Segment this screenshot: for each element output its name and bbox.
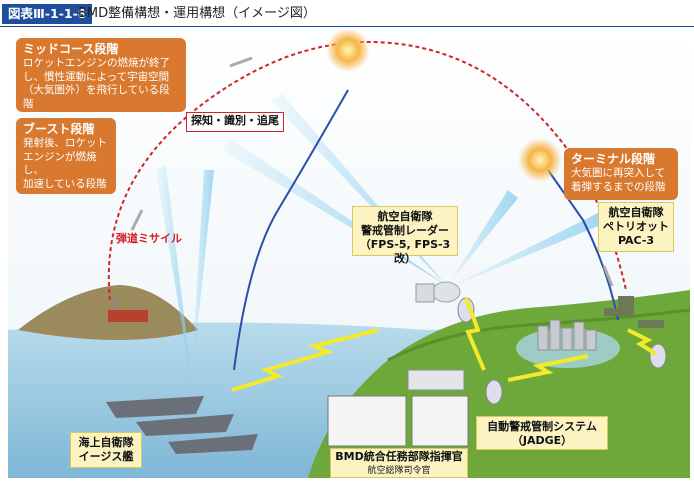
radar-dome-icon: [431, 281, 461, 303]
operations-room-image: [411, 395, 469, 447]
pac3-label-box: 航空自衛隊 ペトリオット PAC-3: [598, 202, 674, 252]
terminal-phase-line1: 大気圏に再突入して: [571, 167, 666, 179]
aegis-ship-icon: [106, 396, 204, 418]
aegis-beam-1: [190, 170, 214, 398]
pac3-interceptor-path: [547, 169, 619, 321]
midcourse-intercept-blast: [326, 30, 370, 72]
aegis-ship-icon: [136, 414, 234, 436]
figure-title: BMD整備構想・運用構想（イメージ図）: [78, 6, 316, 21]
boost-phase-box: ブースト段階 発射後、ロケット エンジンが燃焼し、 加速している段階: [16, 118, 116, 194]
pac3-label-line3: PAC-3: [617, 234, 655, 247]
pac3-label-line1: 航空自衛隊: [608, 206, 664, 219]
header-rule: [0, 26, 694, 27]
radar-label-line3: （FPS-5, FPS-3改）: [359, 238, 451, 265]
aegis-ship-icon: [168, 434, 258, 454]
radar-label-line2: 警戒管制レーダー: [361, 224, 449, 237]
aegis-label-line2: イージス艦: [78, 450, 134, 463]
aegis-label-box: 海上自衛隊 イージス艦: [70, 432, 142, 468]
boost-phase-line3: 加速している段階: [23, 177, 107, 190]
ballistic-missile-label: 弾道ミサイル: [116, 232, 182, 245]
boost-phase-line2: エンジンが燃焼し、: [23, 150, 97, 177]
aegis-beam-2: [156, 166, 194, 398]
figure-label: 図表Ⅲ-1-1-8: [2, 4, 93, 24]
missile-midcourse-icon: [229, 56, 253, 68]
command-label-line1: BMD統合任務部隊指揮官: [335, 450, 463, 463]
jadge-label-box: 自動警戒管制システム （JADGE）: [476, 416, 608, 450]
aegis-label-line1: 海上自衛隊: [78, 436, 134, 449]
midcourse-phase-line1: ロケットエンジンの燃焼が終了: [23, 57, 170, 69]
boost-phase-title: ブースト段階: [23, 122, 95, 136]
radar-label-line1: 航空自衛隊: [377, 210, 433, 223]
jadge-building-icon: [407, 369, 465, 391]
radar-building-icon: [415, 283, 435, 303]
illustration: ミッドコース段階 ロケットエンジンの燃焼が終了 し、慣性運動によって宇宙空間 （…: [8, 30, 690, 478]
antenna-dish-icon: [485, 379, 503, 405]
antenna-dish-icon: [649, 343, 667, 369]
city-buildings-icon: [537, 319, 597, 351]
pac3-launcher-icon: [604, 296, 664, 328]
command-center-image: [327, 395, 407, 447]
jadge-label-line1: 自動警戒管制システム: [487, 420, 597, 433]
terminal-phase-box: ターミナル段階 大気圏に再突入して 着弾するまでの段階: [564, 148, 678, 200]
datalink-bolt: [231, 328, 379, 392]
launcher-truck-icon: [108, 310, 148, 322]
command-label-line2: 航空総隊司令官: [367, 466, 431, 476]
pac3-label-line2: ペトリオット: [603, 220, 669, 233]
datalink-bolt: [507, 354, 589, 382]
radar-beam-3: [448, 190, 518, 285]
terminal-phase-line2: 着弾するまでの段階: [571, 180, 666, 193]
radar-label-box: 航空自衛隊 警戒管制レーダー （FPS-5, FPS-3改）: [352, 206, 458, 265]
midcourse-phase-title: ミッドコース段階: [23, 42, 119, 56]
figure-header: 図表Ⅲ-1-1-8 BMD整備構想・運用構想（イメージ図）: [0, 0, 694, 27]
missile-boost-icon: [130, 209, 144, 231]
jadge-label-line2: （JADGE）: [511, 434, 573, 447]
terminal-phase-title: ターミナル段階: [571, 152, 656, 166]
boost-phase-line1: 発射後、ロケット: [23, 137, 107, 149]
command-label-box: BMD統合任務部隊指揮官 航空総隊司令官: [330, 448, 468, 478]
datalink-bolt: [464, 297, 486, 371]
midcourse-phase-box: ミッドコース段階 ロケットエンジンの燃焼が終了 し、慣性運動によって宇宙空間 （…: [16, 38, 186, 112]
sm3-interceptor-path: [233, 89, 349, 371]
detect-track-label: 探知・識別・追尾: [186, 112, 284, 132]
radar-beam-4: [448, 210, 608, 288]
terminal-intercept-blast: [518, 138, 562, 182]
land-ridge: [387, 308, 690, 362]
midcourse-phase-line3: （大気圏外）を飛行している段階: [23, 84, 170, 110]
datalink-bolt: [627, 328, 658, 356]
midcourse-phase-line2: し、慣性運動によって宇宙空間: [23, 70, 170, 83]
missile-terminal-icon: [602, 265, 614, 287]
